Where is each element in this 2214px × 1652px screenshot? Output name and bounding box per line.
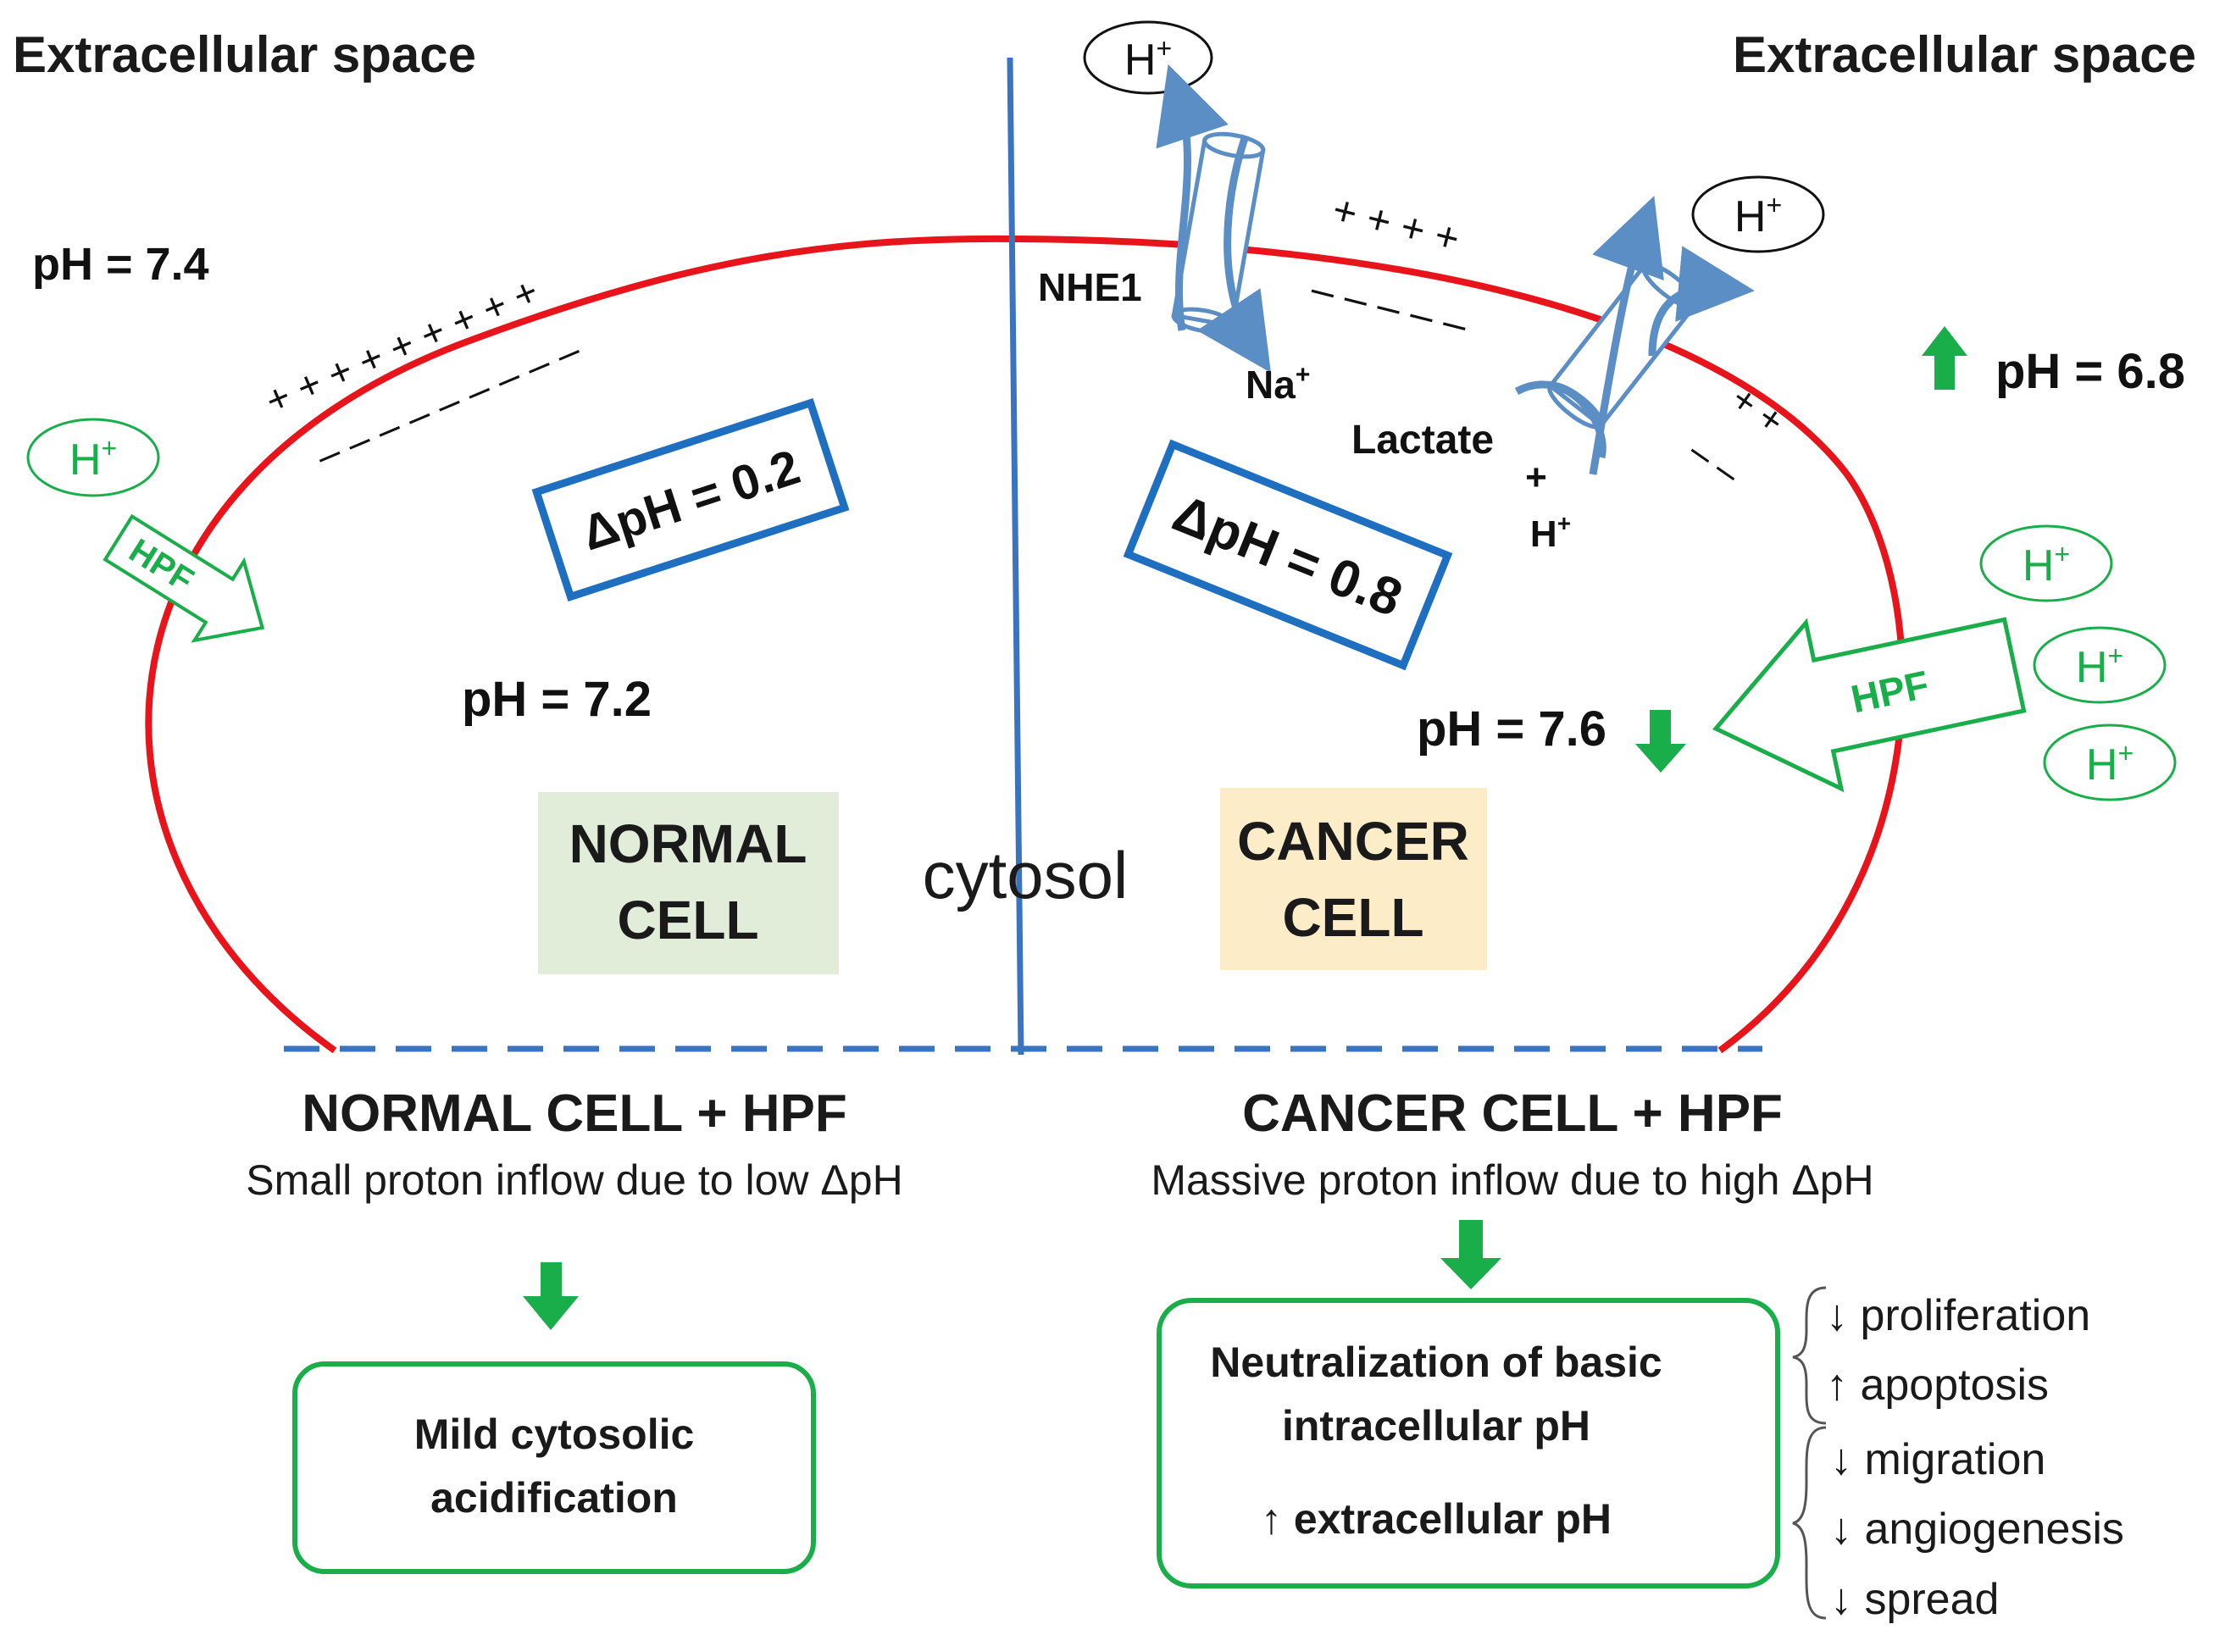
normal-ph-outside: pH = 7.4	[32, 239, 209, 290]
cytosol-label: cytosol	[923, 838, 1129, 912]
cancer-bottom-subtitle: Massive proton inflow due to high ΔpH	[1151, 1156, 1873, 1204]
cancer-proton-label-right: H+	[1734, 190, 1782, 241]
cancer-proton-label-1: H+	[2023, 539, 2070, 590]
lactate-plus-sign: +	[1525, 457, 1547, 498]
normal-proton-label: H+	[69, 433, 117, 485]
cell-membrane	[145, 235, 1906, 1054]
lactate-transporter	[1514, 196, 1755, 475]
normal-result-line1: Mild cytosolic	[414, 1411, 695, 1458]
nhe1-label: NHE1	[1038, 265, 1142, 309]
cancer-membrane-plus-charges-small: + +	[1723, 378, 1791, 443]
normal-bottom-subtitle: Small proton inflow due to low ΔpH	[246, 1156, 902, 1204]
cancer-down-arrow-icon	[1440, 1220, 1501, 1289]
cancer-membrane-minus-charges-small: – –	[1681, 430, 1748, 495]
effect-migration: ↓ migration	[1830, 1435, 2045, 1484]
normal-result-line2: acidification	[430, 1474, 678, 1522]
cancer-proton-bubble-3	[2043, 723, 2177, 801]
extracellular-left-label: Extracellular space	[13, 26, 476, 83]
lactate-proton-label: H+	[1530, 510, 1571, 555]
normal-bottom-title: NORMAL CELL + HPF	[302, 1084, 847, 1143]
sodium-label: Na+	[1246, 361, 1310, 407]
cancer-ph-inside: pH = 7.6	[1417, 701, 1606, 757]
normal-delta-ph-box: ΔpH = 0.2	[531, 397, 850, 602]
cancer-hpf-arrow: HPF	[1712, 617, 2027, 793]
normal-ph-inside: pH = 7.2	[462, 672, 652, 727]
cancer-result-line1: Neutralization of basic	[1210, 1339, 1662, 1386]
nhe1-transporter	[1156, 64, 1271, 373]
normal-result-box	[292, 1361, 816, 1574]
cancer-cell-label-line1: CANCER	[1237, 811, 1469, 872]
normal-down-arrow-icon	[523, 1262, 579, 1330]
cancer-cell-label-bg	[1220, 788, 1487, 970]
normal-cell-label-bg	[538, 792, 839, 974]
ph-increase-arrow-icon	[1922, 326, 1967, 390]
normal-cell-label-line2: CELL	[617, 890, 758, 951]
effect-proliferation: ↓ proliferation	[1826, 1291, 2090, 1340]
cancer-membrane-plus-charges: + + + +	[1328, 187, 1463, 262]
cancer-proton-label-top: H+	[1124, 33, 1172, 85]
normal-hpf-arrow: HPF	[103, 513, 265, 643]
cancer-result-box	[1157, 1298, 1780, 1588]
lactate-label: Lactate	[1351, 418, 1494, 463]
cancer-proton-bubble-1	[1979, 524, 2113, 602]
cancer-result-line3: ↑ extracellular pH	[1261, 1495, 1612, 1543]
cancer-proton-bubble-2	[2033, 626, 2167, 704]
cancer-bottom-title: CANCER CELL + HPF	[1242, 1084, 1783, 1143]
cancer-delta-ph-box: ΔpH = 0.8	[1123, 439, 1453, 671]
effect-apoptosis: ↑ apoptosis	[1826, 1361, 2049, 1410]
cancer-proton-label-3: H+	[2086, 738, 2134, 790]
cancer-proton-bubble-right	[1691, 175, 1825, 253]
center-divider	[1007, 57, 1024, 1056]
cancer-cell-label-line2: CELL	[1282, 887, 1423, 948]
cancer-result-line2: intracellular pH	[1282, 1402, 1590, 1450]
effects-brace-bottom	[1792, 1426, 1827, 1620]
effect-angiogenesis: ↓ angiogenesis	[1830, 1505, 2124, 1554]
effect-spread: ↓ spread	[1830, 1575, 1999, 1624]
cancer-ph-outside: pH = 6.8	[1995, 344, 2185, 399]
normal-cell-label-line1: NORMAL	[569, 813, 807, 874]
cancer-proton-label-2: H+	[2076, 640, 2123, 692]
normal-proton-bubble	[26, 418, 160, 497]
extracellular-right-label: Extracellular space	[1733, 26, 2196, 83]
ph-decrease-arrow-icon	[1635, 710, 1686, 773]
effects-brace-top	[1792, 1286, 1827, 1425]
